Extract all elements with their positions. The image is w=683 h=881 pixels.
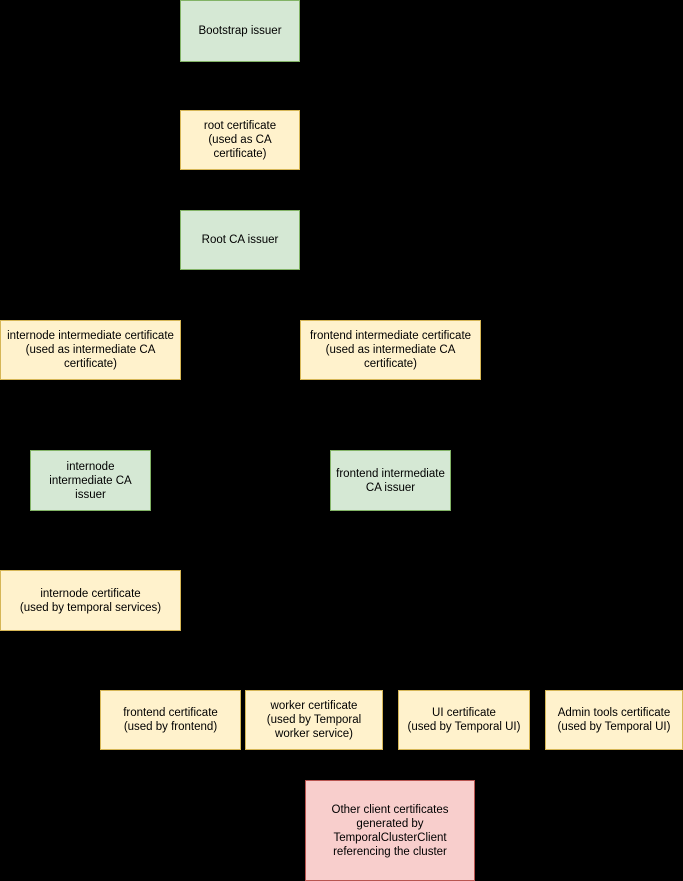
edge-root-ca-issuer-to-frontend-intermediate-certificate: [240, 295, 391, 296]
node-internode-certificate: internode certificate (used by temporal …: [0, 570, 181, 631]
edge-frontend-intermediate-ca-issuer-to-ui-certificate: [464, 600, 465, 684]
node-ui-certificate: UI certificate (used by Temporal UI): [398, 690, 530, 750]
node-frontend-intermediate-ca-issuer: frontend intermediate CA issuer: [330, 450, 451, 511]
node-frontend-certificate: frontend certificate (used by frontend): [100, 690, 241, 750]
edge-frontend-intermediate-ca-issuer-to-worker-certificate: [314, 600, 391, 602]
node-root-ca-issuer: Root CA issuer: [180, 210, 300, 270]
edge-internode-intermediate-ca-issuer-to-internode-certificate: [90, 511, 92, 564]
edge-frontend-intermediate-ca-issuer-to-admin-tools-certificate: [390, 511, 392, 601]
edge-frontend-intermediate-ca-issuer-to-worker-certificate: [314, 600, 315, 684]
edge-root-certificate-to-root-ca-issuer: [240, 170, 241, 204]
edge-bootstrap-issuer-to-root-certificate: [240, 62, 241, 104]
edge-frontend-intermediate-ca-issuer-to-frontend-certificate: [170, 600, 391, 602]
edge-frontend-intermediate-ca-issuer-to-worker-certificate: [390, 511, 392, 601]
edge-frontend-intermediate-ca-issuer-to-ui-certificate: [390, 511, 392, 601]
edge-frontend-intermediate-ca-issuer-to-other-client-certificates: [390, 511, 392, 774]
node-frontend-intermediate-certificate: frontend intermediate certificate (used …: [300, 320, 481, 380]
edge-frontend-intermediate-ca-issuer-to-ui-certificate: [390, 600, 464, 602]
edge-root-ca-issuer-to-frontend-intermediate-certificate: [390, 295, 392, 314]
edge-root-ca-issuer-to-frontend-intermediate-certificate: [240, 270, 241, 295]
node-internode-intermediate-certificate: internode intermediate certificate (used…: [0, 320, 181, 380]
node-worker-certificate: worker certificate (used by Temporal wor…: [245, 690, 383, 750]
edge-frontend-intermediate-ca-issuer-to-admin-tools-certificate: [614, 600, 615, 684]
node-internode-intermediate-ca-issuer: internode intermediate CA issuer: [30, 450, 151, 511]
edge-frontend-intermediate-ca-issuer-to-admin-tools-certificate: [390, 600, 614, 602]
edge-internode-intermediate-certificate-to-internode-intermediate-ca-issuer: [90, 380, 92, 444]
node-other-client-certificates: Other client certificates generated by T…: [305, 780, 475, 881]
node-admin-tools-certificate: Admin tools certificate (used by Tempora…: [545, 690, 683, 750]
edge-root-ca-issuer-to-internode-intermediate-certificate: [90, 295, 92, 314]
edge-root-ca-issuer-to-internode-intermediate-certificate: [90, 295, 240, 296]
edge-frontend-intermediate-certificate-to-frontend-intermediate-ca-issuer: [390, 380, 392, 444]
node-bootstrap-issuer: Bootstrap issuer: [180, 0, 300, 62]
edge-frontend-intermediate-ca-issuer-to-frontend-certificate: [390, 511, 392, 601]
edge-root-ca-issuer-to-internode-intermediate-certificate: [240, 270, 241, 295]
node-root-certificate: root certificate (used as CA certificate…: [180, 110, 300, 170]
